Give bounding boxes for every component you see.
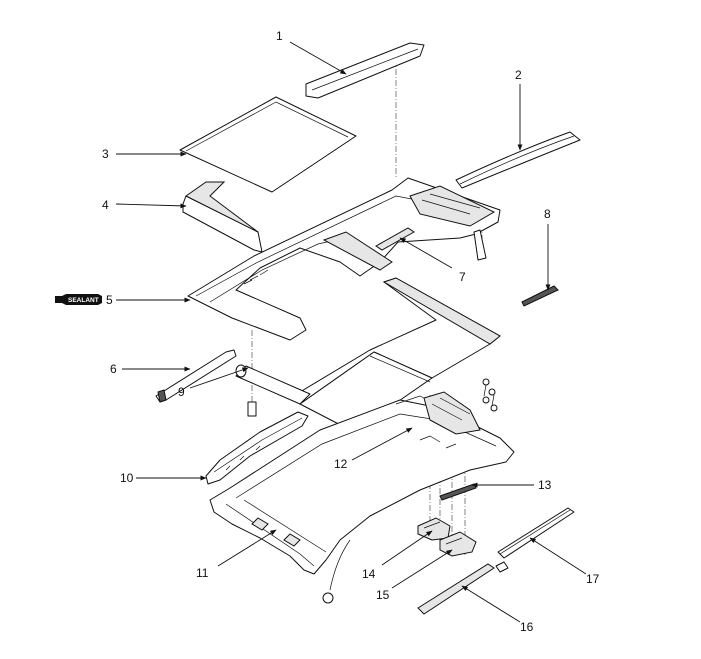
part-3-glass-panel <box>179 96 357 193</box>
part-7-bracket <box>375 227 415 251</box>
sunshade-screen <box>289 277 501 433</box>
callout-3: 3 <box>102 147 109 161</box>
callout-4: 4 <box>102 198 109 212</box>
mechanism-cluster <box>423 378 498 435</box>
part-2-rear-strip <box>455 131 581 189</box>
callout-6: 6 <box>110 362 117 376</box>
callout-labels: 1 2 3 4 5 6 7 8 9 10 11 12 13 14 15 16 1… <box>102 29 600 634</box>
callout-15: 15 <box>376 588 390 602</box>
callout-11: 11 <box>196 566 209 580</box>
callout-16: 16 <box>520 620 534 634</box>
part-14-motor <box>417 517 451 541</box>
callout-17: 17 <box>586 572 600 586</box>
callout-12: 12 <box>334 457 348 471</box>
part-11-frame-assembly <box>209 399 515 604</box>
callout-7: 7 <box>459 270 466 284</box>
sealant-tube-icon: SEALANT <box>55 294 102 305</box>
callout-5: 5 <box>106 293 113 307</box>
callout-8: 8 <box>544 207 551 221</box>
part-10-guide-rail <box>205 411 309 485</box>
part-9-roller <box>235 364 311 417</box>
callout-1: 1 <box>276 29 283 43</box>
callout-9: 9 <box>178 385 185 399</box>
callout-14: 14 <box>362 567 376 581</box>
part-5-roof-frame <box>187 177 501 341</box>
callout-2: 2 <box>515 68 522 82</box>
part-6-side-trim <box>155 349 237 403</box>
part-4-deflector <box>182 181 263 253</box>
leader-lines <box>115 41 587 623</box>
sealant-label: SEALANT <box>68 297 99 304</box>
part-16-trim <box>417 561 509 615</box>
part-1-front-strip <box>305 42 425 99</box>
callout-13: 13 <box>538 478 552 492</box>
part-17-rail-strip <box>497 507 575 559</box>
callout-10: 10 <box>120 471 134 485</box>
part-13-seal <box>439 483 477 501</box>
part-8-strip <box>521 285 559 307</box>
